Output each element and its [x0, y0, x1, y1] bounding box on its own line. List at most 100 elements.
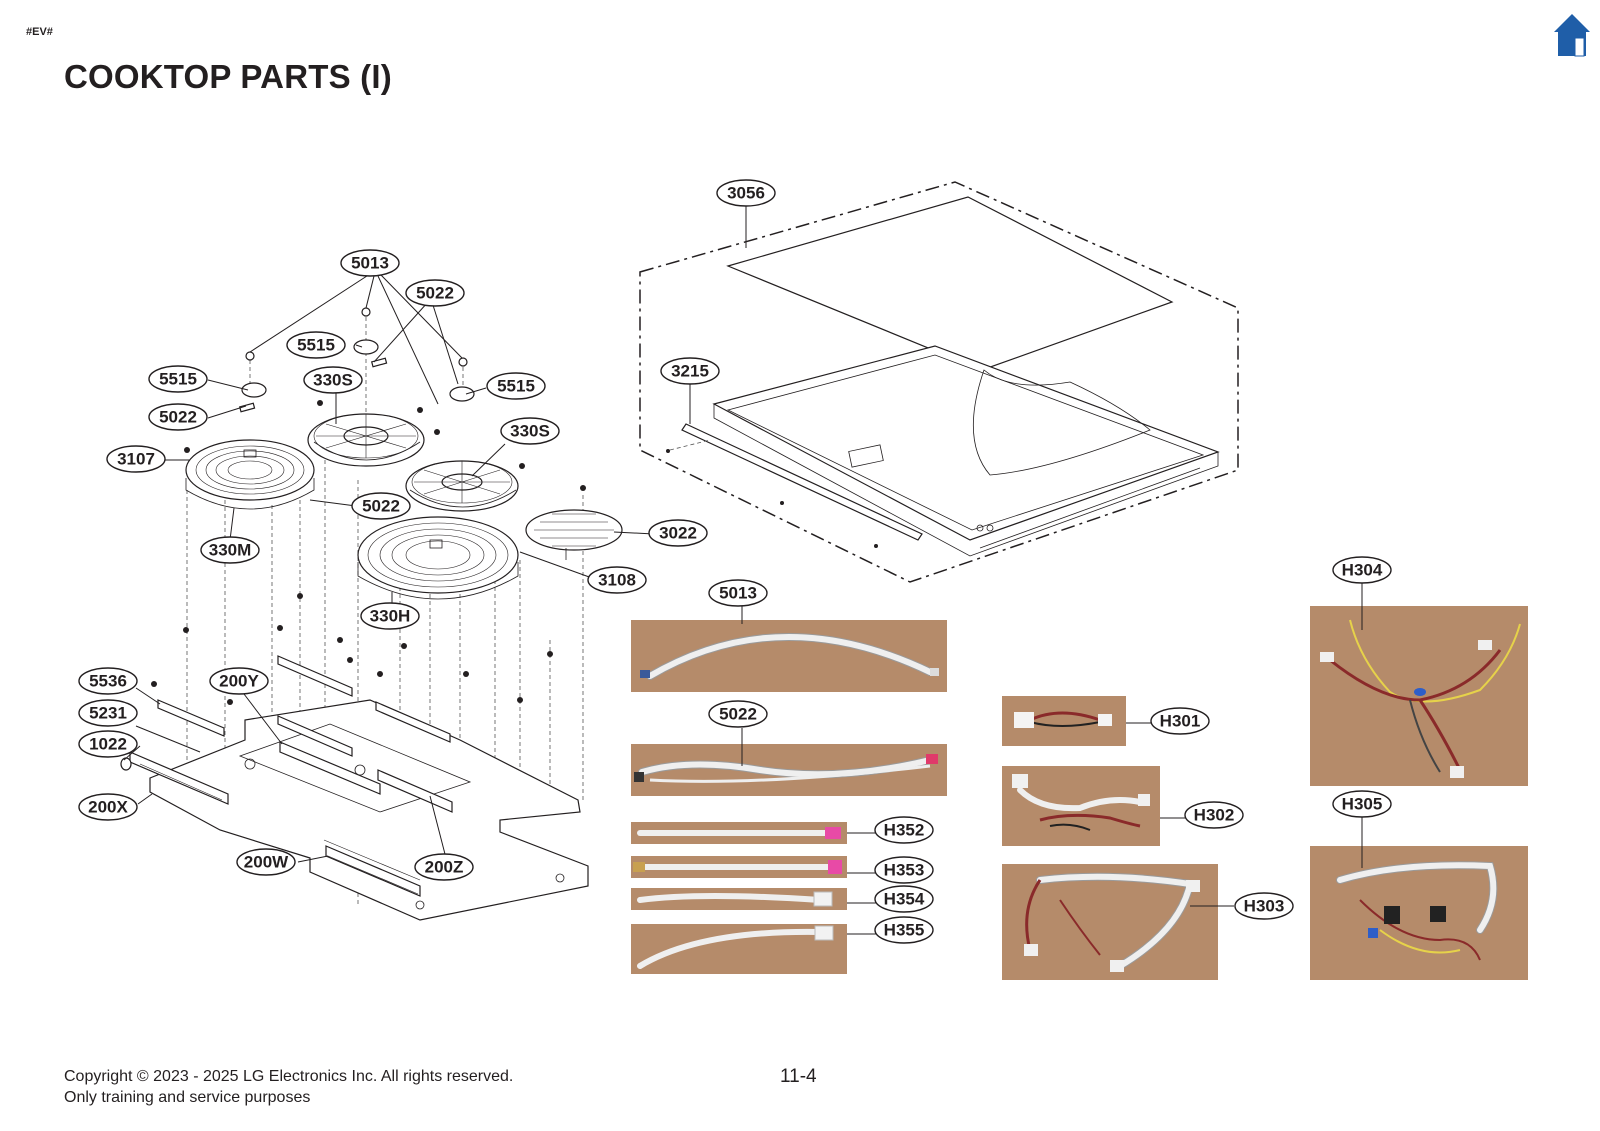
callout-5013-top: 5013 — [340, 249, 400, 277]
home-icon — [1554, 14, 1590, 57]
svg-text:200X: 200X — [88, 798, 128, 817]
callout-h354: H354 — [874, 885, 934, 913]
photo-h352 — [631, 822, 847, 844]
callout-5515-b: 5515 — [148, 365, 208, 393]
page-number: 11-4 — [780, 1066, 817, 1087]
svg-text:330S: 330S — [510, 422, 550, 441]
svg-text:5022: 5022 — [159, 408, 197, 427]
callout-5515-a: 5515 — [286, 331, 346, 359]
callout-5022-top: 5022 — [405, 279, 465, 307]
home-button[interactable] — [1553, 12, 1591, 58]
svg-text:330S: 330S — [313, 371, 353, 390]
callout-h353: H353 — [874, 856, 934, 884]
callout-5022-photo: 5022 — [708, 700, 768, 728]
glass-plate — [726, 196, 1174, 371]
fan-330s-left — [307, 413, 425, 467]
copyright-text: Copyright © 2023 - 2025 LG Electronics I… — [64, 1068, 514, 1085]
svg-text:5022: 5022 — [719, 705, 757, 724]
callout-1022: 1022 — [78, 730, 138, 758]
callout-3056: 3056 — [716, 179, 776, 207]
svg-text:3215: 3215 — [671, 362, 709, 381]
svg-text:5013: 5013 — [351, 254, 389, 273]
svg-text:H301: H301 — [1160, 712, 1201, 731]
callout-200y: 200Y — [209, 667, 269, 695]
photo-5022 — [631, 744, 947, 796]
callout-330h: 330H — [360, 602, 420, 630]
svg-text:H355: H355 — [884, 921, 925, 940]
svg-text:H305: H305 — [1342, 795, 1383, 814]
callouts: 3056 3215 5013 5022 5515 5515 5515 330S … — [78, 179, 1392, 944]
photo-h303 — [1002, 864, 1218, 980]
callout-330s-a: 330S — [303, 366, 363, 394]
heater-exploded-view — [120, 307, 623, 921]
callout-h355: H355 — [874, 916, 934, 944]
harness-photos — [631, 606, 1528, 980]
callout-h301: H301 — [1150, 707, 1210, 735]
callout-330m: 330M — [200, 536, 260, 564]
callout-h305: H305 — [1332, 790, 1392, 818]
svg-text:5515: 5515 — [159, 370, 197, 389]
photo-h355 — [631, 924, 847, 974]
svg-text:330H: 330H — [370, 607, 411, 626]
svg-text:H302: H302 — [1194, 806, 1235, 825]
svg-text:200Y: 200Y — [219, 672, 259, 691]
callout-h303: H303 — [1234, 892, 1294, 920]
callout-200x: 200X — [78, 793, 138, 821]
svg-text:330M: 330M — [209, 541, 252, 560]
coil-3107 — [185, 439, 315, 510]
svg-text:5515: 5515 — [297, 336, 335, 355]
screws — [151, 400, 586, 705]
callout-5536: 5536 — [78, 667, 138, 695]
svg-text:H352: H352 — [884, 821, 925, 840]
svg-text:5536: 5536 — [89, 672, 127, 691]
callout-h304: H304 — [1332, 556, 1392, 584]
svg-text:5515: 5515 — [497, 377, 535, 396]
callout-h352: H352 — [874, 816, 934, 844]
svg-text:H354: H354 — [884, 890, 925, 909]
callout-200w: 200W — [236, 848, 296, 876]
photo-5013 — [631, 620, 947, 692]
plate-3022 — [525, 509, 623, 560]
page-title: COOKTOP PARTS (I) — [64, 58, 392, 95]
callout-5013-photo: 5013 — [708, 579, 768, 607]
callout-3108: 3108 — [587, 566, 647, 594]
svg-text:200W: 200W — [244, 853, 289, 872]
svg-text:H304: H304 — [1342, 561, 1383, 580]
fan-330s-right — [405, 460, 519, 512]
svg-text:H353: H353 — [884, 861, 925, 880]
svg-text:1022: 1022 — [89, 735, 127, 754]
callout-5022-mid: 5022 — [351, 492, 411, 520]
bracket-bars — [120, 655, 453, 897]
callout-3022: 3022 — [648, 519, 708, 547]
base-plate — [149, 699, 589, 921]
svg-text:5022: 5022 — [416, 284, 454, 303]
side-trim — [681, 423, 923, 541]
callout-3107: 3107 — [106, 445, 166, 473]
callout-5022-left: 5022 — [148, 403, 208, 431]
callout-5515-c: 5515 — [486, 372, 546, 400]
photo-h304 — [1310, 606, 1528, 786]
svg-text:3056: 3056 — [727, 184, 765, 203]
glass-top-assembly — [639, 181, 1239, 583]
page-code: #EV# — [26, 26, 53, 38]
frame-outer — [712, 345, 1220, 541]
callout-330s-b: 330S — [500, 417, 560, 445]
svg-text:5231: 5231 — [89, 704, 127, 723]
leader-lines — [123, 206, 1363, 935]
svg-text:3107: 3107 — [117, 450, 155, 469]
callout-5231: 5231 — [78, 699, 138, 727]
svg-text:3108: 3108 — [598, 571, 636, 590]
photo-h305 — [1310, 846, 1528, 980]
photo-h302 — [1002, 766, 1160, 846]
svg-text:200Z: 200Z — [425, 858, 464, 877]
coil-3108 — [357, 516, 519, 600]
svg-text:5013: 5013 — [719, 584, 757, 603]
callout-h302: H302 — [1184, 801, 1244, 829]
training-note: Only training and service purposes — [64, 1089, 311, 1106]
callout-200z: 200Z — [414, 853, 474, 881]
photo-h354 — [631, 888, 847, 910]
photo-h353 — [631, 856, 847, 878]
svg-text:H303: H303 — [1244, 897, 1285, 916]
svg-text:5022: 5022 — [362, 497, 400, 516]
